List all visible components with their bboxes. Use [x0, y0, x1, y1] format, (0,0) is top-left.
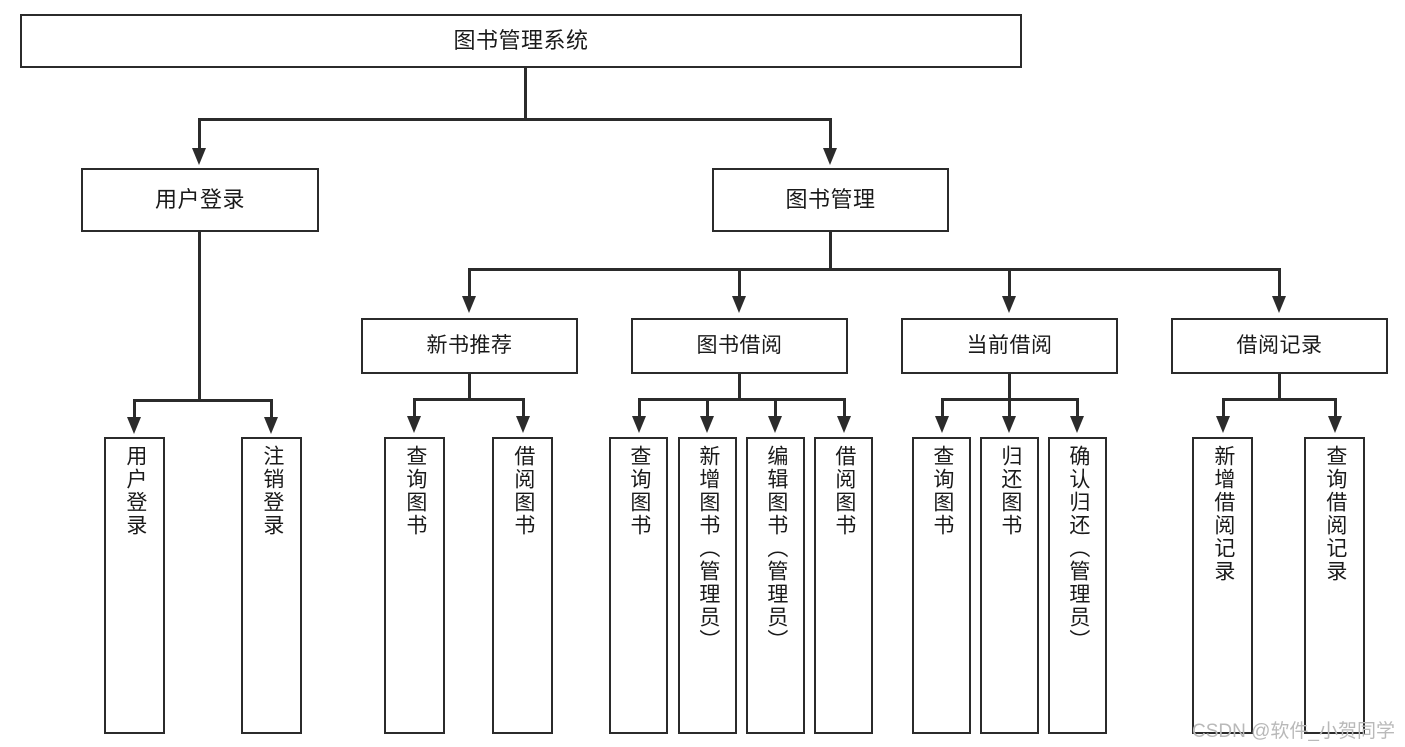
leaf-label: 查询图书: [627, 445, 651, 537]
leaf-book-borrow-query-book[interactable]: 查询图书: [609, 437, 668, 734]
leaf-label: 注销登录: [260, 445, 284, 537]
arrowhead-root-to-book-management: [823, 148, 837, 165]
connector-borrow-record-branch-1: [1222, 398, 1225, 418]
arrowhead-book-borrow-leaf-1: [632, 416, 646, 433]
node-label: 图书管理: [785, 187, 876, 213]
connector-book-management-stem: [829, 232, 832, 270]
leaf-label: 新增借阅记录: [1211, 445, 1235, 583]
leaf-label: 确认归还（管理员）: [1066, 445, 1090, 652]
connector-root-to-user-login: [198, 118, 201, 150]
arrowhead-level2-new-book: [462, 296, 476, 313]
leaf-label: 查询借阅记录: [1323, 445, 1347, 583]
leaf-label: 借阅图书: [511, 445, 535, 537]
leaf-label: 借阅图书: [832, 445, 856, 537]
connector-user-login-bus: [133, 399, 272, 402]
node-book-borrow[interactable]: 图书借阅: [631, 318, 848, 374]
connector-new-book-bus: [413, 398, 524, 401]
leaf-current-borrow-return-book[interactable]: 归还图书: [980, 437, 1039, 734]
arrowhead-borrow-record-leaf-2: [1328, 416, 1342, 433]
leaf-current-borrow-confirm-return-admin[interactable]: 确认归还（管理员）: [1048, 437, 1107, 734]
arrowhead-level2-borrow-record: [1272, 296, 1286, 313]
arrowhead-root-to-user-login: [192, 148, 206, 165]
node-book-management-system[interactable]: 图书管理系统: [20, 14, 1022, 68]
connector-user-login-stem: [198, 232, 201, 401]
connector-book-borrow-branch-4: [843, 398, 846, 418]
connector-root-bus: [198, 118, 831, 121]
arrowhead-book-borrow-leaf-3: [768, 416, 782, 433]
leaf-book-borrow-add-book-admin[interactable]: 新增图书（管理员）: [678, 437, 737, 734]
connector-current-borrow-branch-1: [941, 398, 944, 418]
leaf-book-borrow-borrow-book[interactable]: 借阅图书: [814, 437, 873, 734]
node-label: 借阅记录: [1236, 333, 1323, 357]
leaf-label: 查询图书: [930, 445, 954, 537]
connector-new-book-branch-1: [413, 398, 416, 418]
connector-current-borrow-stem: [1008, 374, 1011, 400]
connector-book-borrow-bus: [638, 398, 846, 401]
arrowhead-new-book-leaf-1: [407, 416, 421, 433]
connector-new-book-stem: [468, 374, 471, 400]
connector-book-borrow-branch-3: [774, 398, 777, 418]
leaf-new-book-borrow-book[interactable]: 借阅图书: [492, 437, 553, 734]
arrowhead-new-book-leaf-2: [516, 416, 530, 433]
leaf-label: 查询图书: [403, 445, 427, 537]
connector-borrow-record-branch-2: [1334, 398, 1337, 418]
arrowhead-current-borrow-leaf-1: [935, 416, 949, 433]
arrowhead-borrow-record-leaf-1: [1216, 416, 1230, 433]
leaf-user-login-logout[interactable]: 注销登录: [241, 437, 302, 734]
leaf-current-borrow-query-book[interactable]: 查询图书: [912, 437, 971, 734]
node-label: 当前借阅: [966, 333, 1053, 357]
node-label: 新书推荐: [426, 333, 513, 357]
connector-level2-branch-2: [738, 268, 741, 298]
arrowhead-user-login-leaf-1: [127, 417, 141, 434]
node-user-login[interactable]: 用户登录: [81, 168, 319, 232]
connector-level2-branch-3: [1008, 268, 1011, 298]
node-borrow-record[interactable]: 借阅记录: [1171, 318, 1388, 374]
node-book-management[interactable]: 图书管理: [712, 168, 949, 232]
csdn-watermark: CSDN @软件_小贺同学: [1192, 721, 1395, 742]
leaf-borrow-record-add-record[interactable]: 新增借阅记录: [1192, 437, 1253, 734]
arrowhead-book-borrow-leaf-2: [700, 416, 714, 433]
arrowhead-current-borrow-leaf-2: [1002, 416, 1016, 433]
arrowhead-current-borrow-leaf-3: [1070, 416, 1084, 433]
arrowhead-level2-current-borrow: [1002, 296, 1016, 313]
connector-level2-branch-4: [1278, 268, 1281, 298]
arrowhead-user-login-leaf-2: [264, 417, 278, 434]
connector-borrow-record-bus: [1222, 398, 1336, 401]
arrowhead-level2-book-borrow: [732, 296, 746, 313]
connector-user-login-branch-2: [270, 399, 273, 419]
connector-root-stem: [524, 68, 527, 119]
leaf-label: 新增图书（管理员）: [696, 445, 720, 652]
connector-book-borrow-branch-1: [638, 398, 641, 418]
connector-level2-branch-1: [468, 268, 471, 298]
node-label: 用户登录: [154, 187, 245, 213]
leaf-new-book-query-book[interactable]: 查询图书: [384, 437, 445, 734]
leaf-borrow-record-query-record[interactable]: 查询借阅记录: [1304, 437, 1365, 734]
leaf-book-borrow-edit-book-admin[interactable]: 编辑图书（管理员）: [746, 437, 805, 734]
leaf-label: 归还图书: [998, 445, 1022, 537]
node-label: 图书借阅: [696, 333, 783, 357]
connector-root-to-book-management: [829, 118, 832, 150]
connector-borrow-record-stem: [1278, 374, 1281, 400]
node-label: 图书管理系统: [453, 28, 589, 54]
connector-level2-bus: [468, 268, 1280, 271]
connector-current-borrow-branch-2: [1008, 398, 1011, 418]
leaf-label: 用户登录: [123, 445, 147, 537]
arrowhead-book-borrow-leaf-4: [837, 416, 851, 433]
leaf-user-login-login[interactable]: 用户登录: [104, 437, 165, 734]
node-current-borrow[interactable]: 当前借阅: [901, 318, 1118, 374]
connector-user-login-branch-1: [133, 399, 136, 419]
leaf-label: 编辑图书（管理员）: [764, 445, 788, 652]
connector-book-borrow-branch-2: [706, 398, 709, 418]
node-new-book-recommend[interactable]: 新书推荐: [361, 318, 578, 374]
connector-book-borrow-stem: [738, 374, 741, 400]
connector-current-borrow-branch-3: [1076, 398, 1079, 418]
connector-new-book-branch-2: [522, 398, 525, 418]
